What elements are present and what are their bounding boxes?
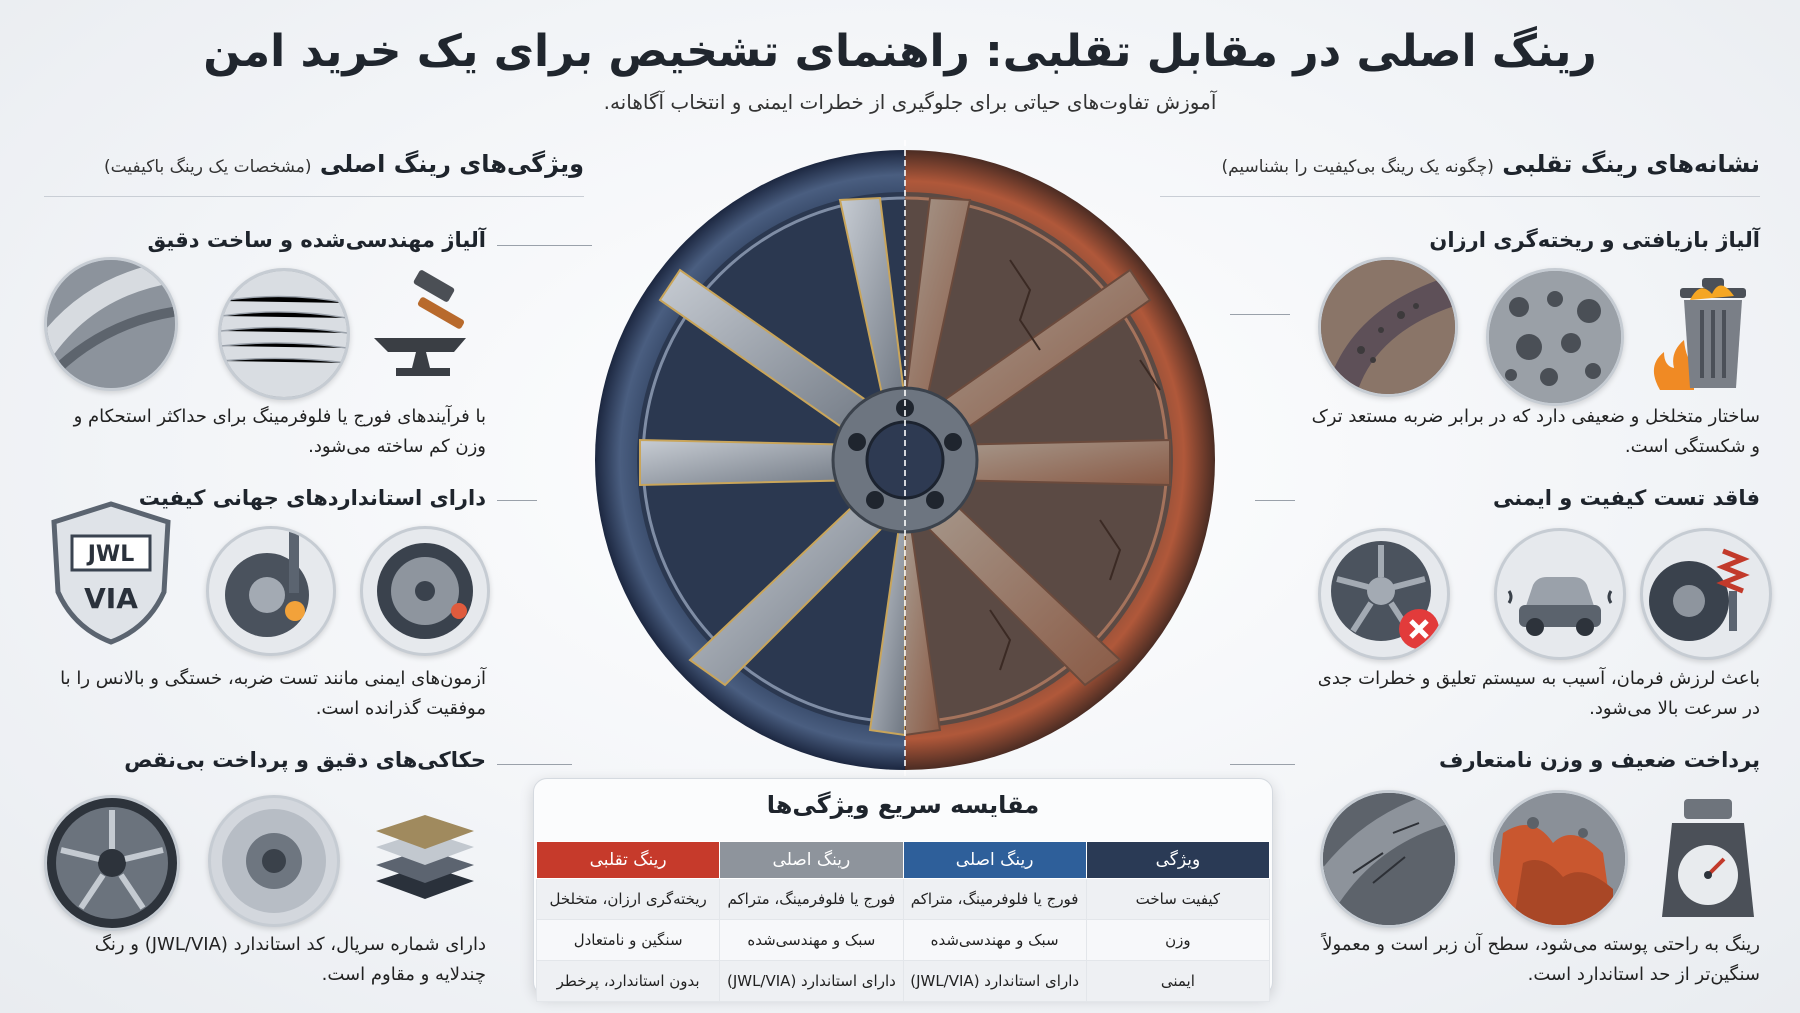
fake-feature-1-title: آلیاژ بازیافتی و ریخته‌گری ارزان (1429, 228, 1760, 252)
wheel-comparison-illustration (540, 140, 1270, 780)
fatigue-test-icon (360, 526, 490, 656)
table-cell: ایمنی (1085, 960, 1271, 1002)
original-feature-2-text: آزمون‌های ایمنی مانند تست ضربه، خستگی و … (60, 668, 486, 719)
page-subtitle: آموزش تفاوت‌های حیاتی برای جلوگیری از خط… (603, 90, 1217, 114)
scratched-wheel-icon (1320, 790, 1458, 928)
jwl-via-shield-icon: JWL VIA (48, 500, 174, 646)
original-heading-sub: (مشخصات یک رینگ باکیفیت) (104, 157, 312, 177)
fake-feature-2-title: فاقد تست کیفیت و ایمنی (1493, 486, 1760, 510)
fake-feature-1-text: ساختار متخلخل و ضعیفی دارد که در برابر ض… (1311, 406, 1760, 457)
comparison-header-fake: رینگ تقلبی (535, 841, 721, 879)
metal-grain-detail-icon (218, 268, 350, 400)
paint-layers-icon (370, 803, 480, 913)
original-feature-3-title: حکاکی‌های دقیق و پرداخت بی‌نقص (124, 748, 486, 772)
comparison-table: ویژگی رینگ اصلی رینگ اصلی رینگ تقلبی کیف… (535, 841, 1271, 1002)
original-feature-2-title: دارای استانداردهای جهانی کیفیت (138, 486, 486, 510)
page-title: رینگ اصلی در مقابل تقلبی: راهنمای تشخیص … (203, 26, 1597, 77)
original-heading-text: ویژگی‌های رینگ اصلی (319, 150, 584, 178)
original-feature-1-title: آلیاژ مهندسی‌شده و ساخت دقیق (147, 228, 486, 252)
table-row: وزن سبک و مهندسی‌شده سبک و مهندسی‌شده سن… (535, 919, 1271, 961)
table-row: ایمنی دارای استاندارد (JWL/VIA) دارای اس… (535, 960, 1271, 1002)
burning-trash-can-icon (1650, 270, 1750, 392)
finished-wheel-icon (44, 795, 180, 931)
fake-feature-3-text: رینگ به راحتی پوسته می‌شود، سطح آن زبر ا… (1322, 934, 1760, 985)
cracked-wheel-x-icon (1318, 528, 1450, 660)
weight-scale-icon (1658, 795, 1758, 921)
fake-feature-3-leader (1230, 764, 1295, 765)
table-cell: سبک و مهندسی‌شده (902, 919, 1087, 961)
comparison-header-original-1: رینگ اصلی (902, 841, 1087, 879)
svg-text:JWL: JWL (86, 542, 134, 567)
table-cell: دارای استاندارد (JWL/VIA) (902, 960, 1087, 1002)
metal-grain-closeup-icon (44, 257, 178, 391)
car-vibration-icon (1494, 528, 1626, 660)
table-cell: دارای استاندارد (JWL/VIA) (719, 960, 904, 1002)
comparison-table-card: مقایسه سریع ویژگی‌ها ویژگی رینگ اصلی رین… (533, 778, 1273, 1002)
table-cell: وزن (1085, 919, 1271, 961)
original-feature-3-leader (497, 764, 572, 765)
original-feature-3-text: دارای شماره سریال، کد استاندارد (JWL/VIA… (94, 934, 486, 985)
table-cell: ریخته‌گری ارزان، متخلخل (535, 878, 721, 920)
comparison-title: مقایسه سریع ویژگی‌ها (766, 791, 1040, 819)
table-cell: بدون استاندارد، پرخطر (535, 960, 721, 1002)
porous-metal-closeup-icon (1318, 257, 1458, 397)
original-heading-divider (44, 196, 584, 197)
table-cell: سبک و مهندسی‌شده (719, 919, 904, 961)
original-section-heading: ویژگی‌های رینگ اصلی (مشخصات یک رینگ باکی… (44, 150, 584, 178)
impact-test-icon (206, 526, 336, 656)
fake-feature-2-text: باعث لرزش فرمان، آسیب به سیستم تعلیق و خ… (1317, 668, 1760, 719)
original-feature-1-leader (497, 245, 592, 246)
fake-heading-sub: (چگونه یک رینگ بی‌کیفیت را بشناسیم) (1221, 157, 1494, 177)
table-row: کیفیت ساخت فورج یا فلوفرمینگ، متراکم فور… (535, 878, 1271, 920)
fake-feature-1-leader (1230, 314, 1290, 315)
hammer-anvil-icon (366, 268, 486, 386)
porous-metal-detail-icon (1486, 268, 1624, 406)
fake-heading-text: نشانه‌های رینگ تقلبی (1502, 150, 1760, 178)
original-feature-2-leader (497, 500, 537, 501)
peeling-paint-icon (1490, 790, 1628, 928)
svg-text:VIA: VIA (84, 582, 138, 615)
table-cell: فورج یا فلوفرمینگ، متراکم (902, 878, 1087, 920)
comparison-header-original-2: رینگ اصلی (719, 841, 904, 879)
fake-feature-3-title: پرداخت ضعیف و وزن نامتعارف (1439, 748, 1760, 772)
table-cell: سنگین و نامتعادل (535, 919, 721, 961)
table-cell: کیفیت ساخت (1085, 878, 1271, 920)
comparison-header-feature: ویژگی (1085, 841, 1271, 879)
engraved-hub-icon (208, 795, 340, 927)
comparison-header-row: ویژگی رینگ اصلی رینگ اصلی رینگ تقلبی (535, 841, 1271, 879)
fake-section-heading: نشانه‌های رینگ تقلبی (چگونه یک رینگ بی‌ک… (1160, 150, 1760, 178)
table-cell: فورج یا فلوفرمینگ، متراکم (719, 878, 904, 920)
original-feature-1-text: با فرآیندهای فورج یا فلوفرمینگ برای حداک… (73, 406, 486, 457)
fake-feature-2-leader (1255, 500, 1295, 501)
fake-heading-divider (1160, 196, 1760, 197)
suspension-damage-icon (1640, 528, 1772, 660)
